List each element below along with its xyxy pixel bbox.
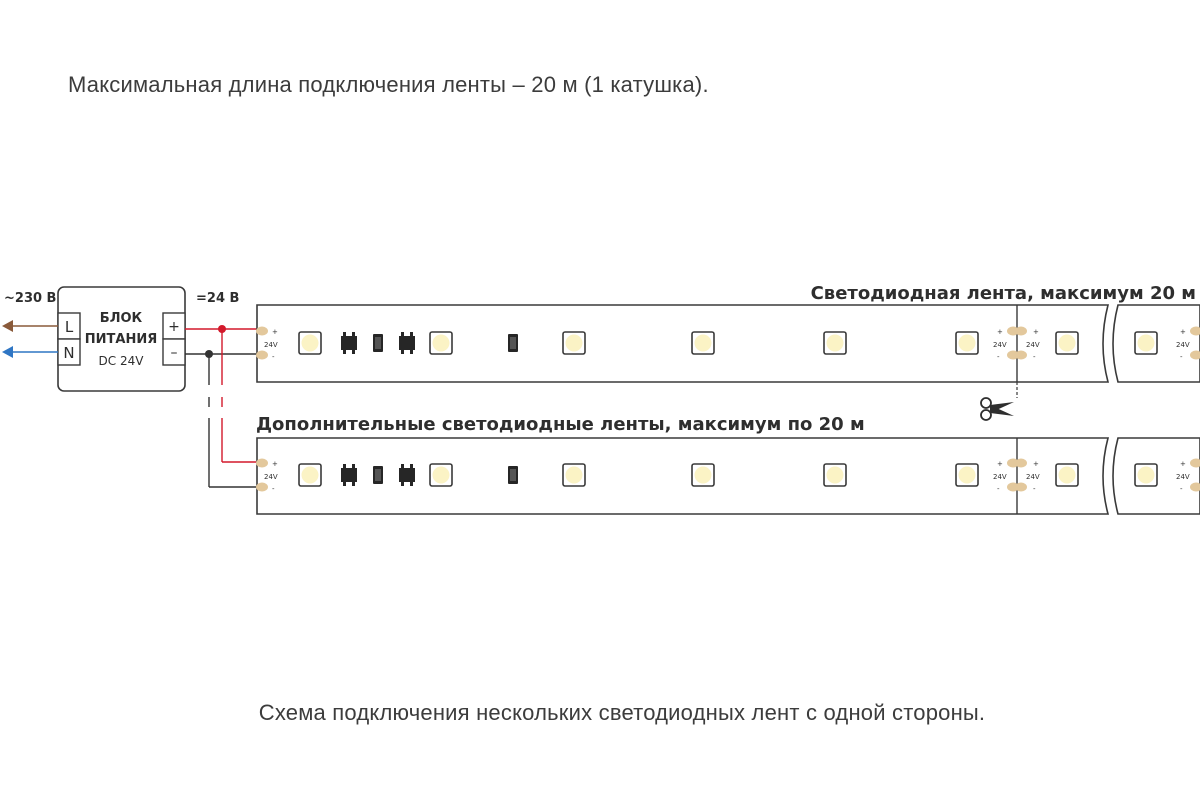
pad-plus-label: +: [1180, 328, 1186, 336]
pad-plus-label: +: [1033, 460, 1039, 468]
power-supply-unit: L N + – БЛОК ПИТАНИЯ DC 24V: [57, 286, 186, 392]
terminal-minus-label: –: [171, 345, 178, 361]
psu-model: DC 24V: [99, 354, 145, 368]
mains-wires: [2, 320, 58, 358]
pad-voltage-label: 24V: [1026, 473, 1040, 481]
main-strip-label: Светодиодная лента, максимум 20 м: [811, 283, 1196, 304]
neutral-arrow-icon: [2, 346, 13, 358]
cut-mark: [980, 382, 1018, 421]
pad-voltage-label: 24V: [1176, 473, 1190, 481]
pad-voltage-label: 24V: [1026, 341, 1040, 349]
caption-bottom: Схема подключения нескольких светодиодны…: [258, 700, 986, 725]
pad-minus-label: -: [997, 353, 1000, 361]
pad-minus-label: -: [997, 485, 1000, 493]
dc-wires: [185, 325, 262, 488]
psu-title-line2: ПИТАНИЯ: [85, 332, 157, 347]
pad-minus-label: -: [1033, 353, 1036, 361]
pad-minus-label: -: [1033, 485, 1036, 493]
pad-plus-label: +: [997, 328, 1003, 336]
pad-plus-label: +: [997, 460, 1003, 468]
led-strip-main: + 24V - + 24V - + 24V - + 24V -: [256, 304, 1200, 383]
pad-minus-label: -: [1180, 353, 1183, 361]
pad-voltage-label: 24V: [264, 473, 278, 481]
pad-voltage-label: 24V: [264, 341, 278, 349]
scissors-icon: [980, 397, 1014, 421]
led-strip-extra: + 24V - + 24V - + 24V - + 24V -: [256, 437, 1200, 515]
pad-minus-label: -: [272, 353, 275, 361]
pad-minus-label: -: [1180, 485, 1183, 493]
pad-voltage-label: 24V: [993, 473, 1007, 481]
extra-strip-label: Дополнительные светодиодные ленты, макси…: [256, 414, 865, 435]
pad-plus-label: +: [272, 328, 278, 336]
terminal-plus-label: +: [168, 319, 180, 335]
caption-top: Максимальная длина подключения ленты – 2…: [68, 72, 709, 97]
pad-minus-label: -: [272, 485, 275, 493]
output-voltage-label: =24 В: [196, 291, 239, 306]
pad-plus-label: +: [1180, 460, 1186, 468]
input-voltage-label: ~230 В: [4, 291, 56, 306]
terminal-l-label: L: [65, 318, 74, 336]
pad-voltage-label: 24V: [1176, 341, 1190, 349]
pad-voltage-label: 24V: [993, 341, 1007, 349]
terminal-n-label: N: [63, 344, 74, 362]
live-arrow-icon: [2, 320, 13, 332]
pad-plus-label: +: [1033, 328, 1039, 336]
pad-plus-label: +: [272, 460, 278, 468]
psu-title-line1: БЛОК: [100, 311, 143, 326]
